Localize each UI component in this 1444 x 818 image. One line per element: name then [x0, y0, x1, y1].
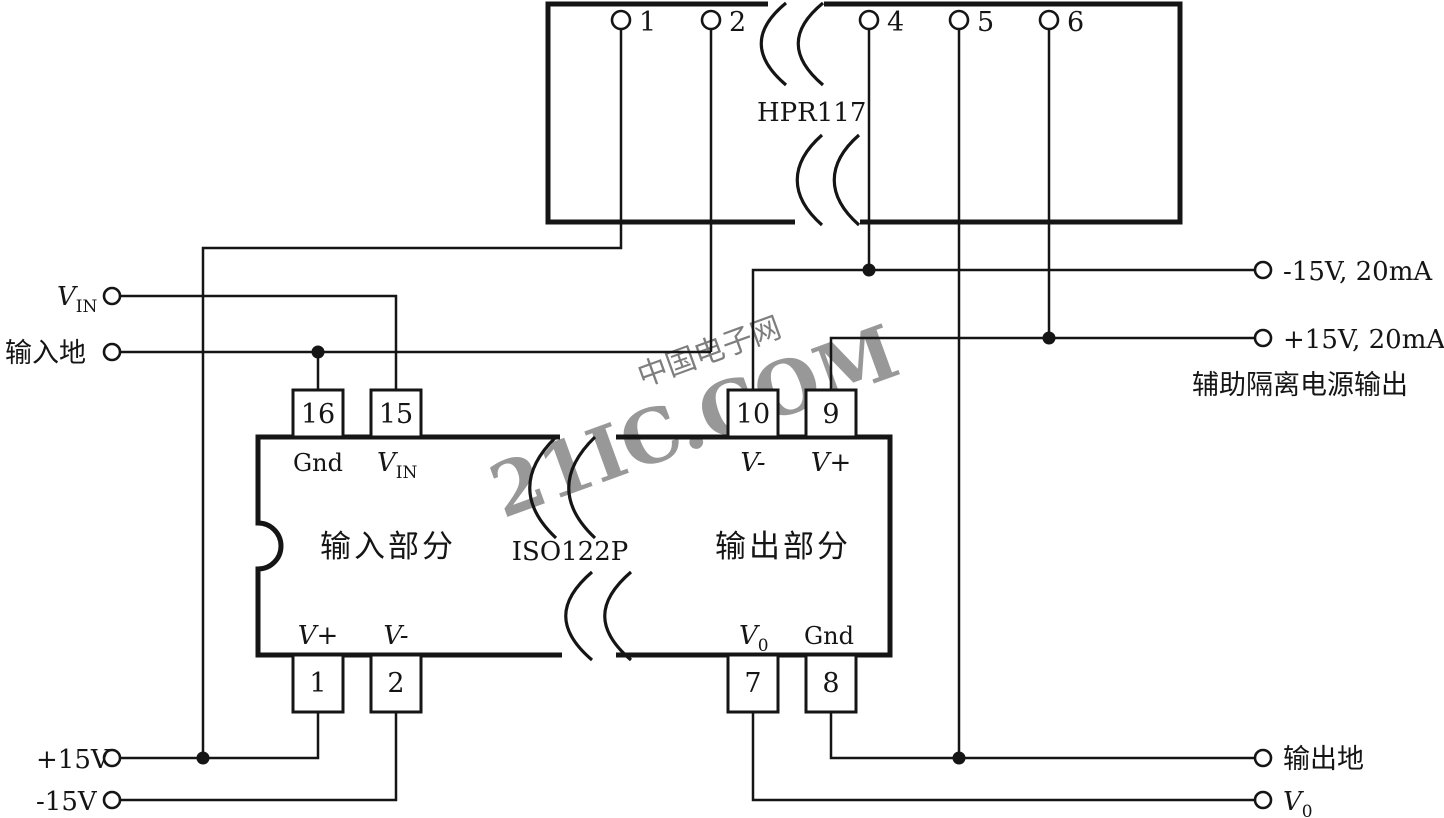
hpr117-pin2-circle	[700, 9, 722, 31]
hpr117-label: HPR117	[757, 98, 866, 128]
input-section-title: 输入部分	[320, 529, 456, 565]
iso-break-arc-top-1	[528, 435, 558, 540]
vin-terminal-sub: IN	[76, 297, 98, 317]
wires	[120, 30, 1255, 802]
wire-pin7-to-vo	[751, 712, 1255, 802]
wire-minus15-to-pin2	[120, 712, 398, 802]
hpr117-pin1-circle	[610, 9, 632, 31]
hpr117-pin4-circle	[858, 9, 880, 31]
input-pin16-number: 16	[301, 399, 335, 430]
input-ground-label: 输入地	[5, 338, 86, 369]
input-gnd-label: Gnd	[293, 449, 343, 477]
plus15-terminal-circle	[102, 748, 122, 768]
iso-break-arc-bottom-2	[603, 570, 633, 662]
wire-pin8-to-output-ground	[829, 712, 1255, 760]
output-pin7-box	[726, 653, 780, 714]
output-pin10-box	[726, 388, 780, 439]
minus15-label: -15V	[36, 787, 98, 817]
output-vo-sub: 0	[758, 636, 769, 656]
output-pin8-box	[804, 653, 858, 714]
output-ground-label: 输出地	[1283, 744, 1364, 775]
output-vo-label: V0	[739, 621, 769, 656]
hpr117-pin5-circle	[948, 9, 970, 31]
input-vin-label: VIN	[377, 448, 417, 483]
hpr117-pin1-number: 1	[639, 7, 656, 38]
junction-plus15-rail	[196, 751, 210, 765]
input-pin15-box	[369, 388, 423, 439]
junction-plus15-out	[1042, 331, 1056, 345]
output-pin9-box	[804, 388, 858, 439]
hpr117-break-arc-top-2	[796, 1, 825, 87]
output-gnd-label: Gnd	[804, 622, 854, 650]
hpr117-pin6-number: 6	[1067, 7, 1084, 38]
output-vminus-label: V-	[740, 448, 765, 478]
output-pin7-number: 7	[744, 668, 761, 699]
vo-terminal-sub: 0	[1302, 802, 1313, 818]
hpr117-pin6-circle	[1038, 9, 1060, 31]
left-terminals: VIN 输入地 +15V -15V	[5, 282, 122, 817]
output-ground-terminal-circle	[1253, 748, 1273, 768]
hpr117-break-arc-top-1	[759, 1, 788, 87]
aux-power-note: 辅助隔离电源输出	[1192, 370, 1408, 401]
iso122p-output-block: 10 9 7 8 V- V+ 输出部分 V0 Gnd	[616, 388, 893, 714]
plus15-out-label: +15V, 20mA	[1283, 325, 1444, 355]
input-section-outline	[255, 434, 562, 658]
input-pin2-box	[369, 653, 423, 714]
output-vo-v: V	[739, 621, 760, 651]
vo-terminal-label: V0	[1283, 787, 1313, 818]
hpr117-break-arc-bottom-2	[832, 133, 861, 227]
hpr117-pin4-number: 4	[887, 7, 904, 38]
hpr117-break-arc-bottom-1	[795, 133, 824, 227]
input-vin-sub: IN	[396, 463, 418, 483]
minus15-out-terminal-circle	[1253, 260, 1273, 280]
output-pin8-number: 8	[822, 668, 839, 699]
iso122p-break: ISO122P	[512, 435, 633, 662]
plus15-out-terminal-circle	[1253, 328, 1273, 348]
input-vminus-label: V-	[383, 621, 408, 651]
junction-output-ground	[952, 751, 966, 765]
vo-terminal-circle	[1253, 790, 1273, 810]
junction-minus15-out	[862, 263, 876, 277]
iso122p-input-block: 16 15 1 2 Gnd VIN 输入部分 V+ V-	[255, 388, 562, 714]
input-vin-v: V	[377, 448, 398, 478]
iso-break-arc-top-2	[567, 435, 597, 540]
iso122p-label: ISO122P	[512, 537, 629, 567]
wire-minus15-out-rail-to-pin10	[751, 268, 1255, 390]
hpr117-pin5-number: 5	[977, 7, 994, 38]
junctions	[196, 263, 1056, 765]
junction-input-ground-pin16	[311, 345, 325, 359]
wire-hpr-pin1-to-plus15-rail	[201, 30, 623, 758]
iso-break-arc-bottom-1	[564, 570, 594, 662]
vo-terminal-v: V	[1283, 787, 1304, 817]
input-vplus-label: V+	[298, 621, 339, 651]
wire-plus15-out-rail-to-pin9	[829, 336, 1255, 390]
vin-terminal-label: VIN	[57, 282, 97, 317]
input-pin2-number: 2	[387, 668, 404, 699]
wire-vin-to-pin15	[120, 294, 398, 390]
output-pin9-number: 9	[822, 399, 839, 430]
right-terminals: -15V, 20mA +15V, 20mA 辅助隔离电源输出 输出地 V0	[1192, 257, 1444, 818]
hpr117-outline-left	[545, 1, 795, 225]
hpr117-pin2-number: 2	[729, 7, 746, 38]
input-pin1-number: 1	[309, 668, 326, 699]
input-ground-terminal-circle	[102, 342, 122, 362]
minus15-out-label: -15V, 20mA	[1283, 257, 1433, 287]
input-pin16-box	[291, 388, 345, 439]
minus15-terminal-circle	[102, 790, 122, 810]
output-vplus-label: V+	[811, 448, 852, 478]
vin-terminal-circle	[102, 286, 122, 306]
vin-terminal-v: V	[57, 282, 78, 312]
hpr117-block: 1 2 4 5 6 HPR117	[545, 1, 1183, 227]
output-pin10-number: 10	[736, 399, 770, 430]
input-pin15-number: 15	[379, 399, 413, 430]
hpr117-outline-right	[824, 1, 1183, 225]
output-section-title: 输出部分	[715, 529, 851, 565]
plus15-label: +15V	[36, 745, 111, 775]
input-pin1-box	[291, 653, 345, 714]
wire-plus15-to-pin1	[120, 712, 320, 760]
